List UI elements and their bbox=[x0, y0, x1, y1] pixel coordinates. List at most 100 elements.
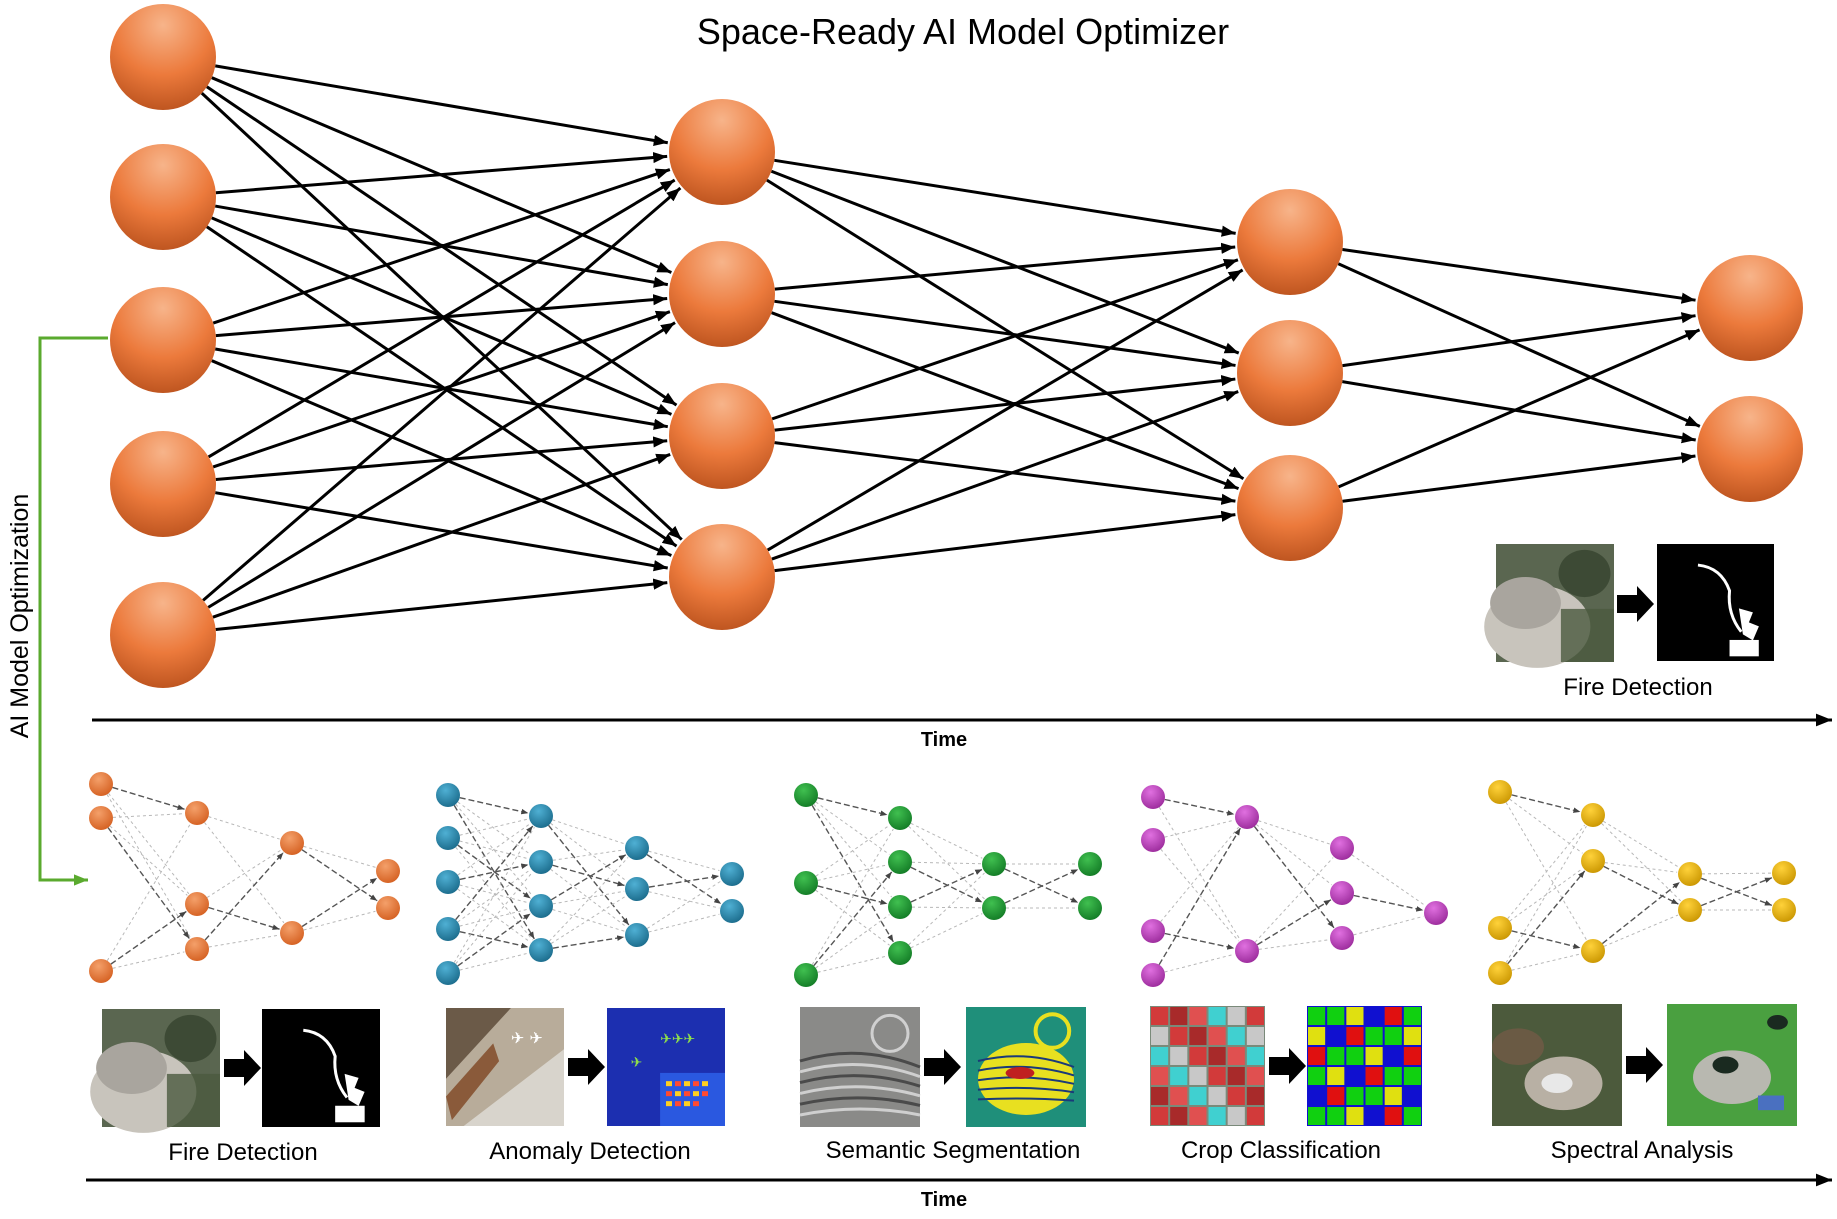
connection bbox=[774, 375, 1236, 432]
connection bbox=[910, 868, 983, 903]
connection bbox=[548, 857, 629, 942]
task-label-fire-detection: Fire Detection bbox=[168, 1139, 317, 1166]
svg-text:✈✈✈: ✈✈✈ bbox=[660, 1031, 695, 1047]
connection bbox=[774, 158, 1236, 237]
neuron-node bbox=[280, 921, 304, 945]
transform-arrow-icon bbox=[224, 1050, 261, 1086]
connection bbox=[1700, 877, 1773, 907]
neuron-node bbox=[1235, 805, 1259, 829]
neuron-node bbox=[436, 826, 460, 850]
connection bbox=[202, 186, 682, 602]
connection bbox=[1353, 894, 1424, 912]
connection bbox=[212, 168, 671, 325]
neuron-node bbox=[89, 772, 113, 796]
small-networks bbox=[89, 772, 1796, 987]
neuron-node bbox=[185, 937, 209, 961]
neuron-node bbox=[89, 806, 113, 830]
time-label-bottom: Time bbox=[921, 1189, 967, 1211]
connection bbox=[1342, 380, 1696, 444]
neuron-node bbox=[1697, 396, 1803, 502]
connection bbox=[774, 299, 1236, 370]
connection bbox=[1342, 452, 1696, 503]
satellite-image-urban bbox=[799, 1007, 921, 1127]
large-task-label: Fire Detection bbox=[1563, 674, 1712, 701]
connection bbox=[648, 891, 720, 909]
connection bbox=[1164, 819, 1235, 838]
neuron-node bbox=[1488, 916, 1512, 940]
connection bbox=[1253, 826, 1335, 929]
neuron-node bbox=[982, 896, 1006, 920]
large-network-nodes bbox=[110, 4, 1803, 688]
connection bbox=[207, 321, 676, 609]
neuron-node bbox=[1078, 852, 1102, 876]
neuron-node bbox=[436, 917, 460, 941]
neuron-node bbox=[110, 582, 216, 688]
connection bbox=[766, 268, 1244, 552]
connection bbox=[1256, 899, 1332, 946]
connection bbox=[1351, 854, 1426, 907]
task-label-anomaly-detection: Anomaly Detection bbox=[489, 1138, 690, 1165]
neuron-node bbox=[1237, 320, 1343, 426]
connection bbox=[1603, 914, 1679, 947]
transform-arrow-icon bbox=[1626, 1047, 1663, 1083]
connection bbox=[817, 885, 888, 905]
connection bbox=[552, 890, 625, 905]
satellite-image-fields bbox=[1150, 1006, 1265, 1126]
neuron-node bbox=[89, 959, 113, 983]
svg-text:✈ ✈: ✈ ✈ bbox=[511, 1028, 543, 1047]
crop-class-map-output bbox=[1307, 1006, 1422, 1126]
connection bbox=[552, 849, 625, 861]
connection bbox=[212, 453, 671, 619]
neuron-node bbox=[1581, 939, 1605, 963]
connection bbox=[910, 866, 983, 903]
neuron-node bbox=[110, 431, 216, 537]
connection bbox=[215, 436, 668, 481]
connection bbox=[1338, 328, 1701, 489]
neuron-node bbox=[110, 144, 216, 250]
connection bbox=[204, 852, 284, 941]
connection bbox=[771, 258, 1239, 421]
connection bbox=[770, 169, 1240, 355]
large-network-connections bbox=[200, 64, 1701, 632]
connection bbox=[112, 813, 185, 818]
fire-mask-output bbox=[1657, 544, 1774, 661]
neuron-node bbox=[1141, 963, 1165, 987]
neuron-node bbox=[185, 801, 209, 825]
connection bbox=[453, 826, 535, 963]
connection bbox=[455, 846, 534, 941]
neuron-node bbox=[1141, 828, 1165, 852]
transform-arrow-icon bbox=[1269, 1048, 1306, 1084]
connection bbox=[212, 310, 671, 469]
connection bbox=[207, 178, 676, 459]
task-label-semantic-segmentation: Semantic Segmentation bbox=[826, 1137, 1081, 1164]
connection bbox=[457, 869, 531, 923]
satellite-image-airport: ✈ ✈ bbox=[446, 1008, 564, 1126]
neuron-node bbox=[669, 383, 775, 489]
neuron-node bbox=[1078, 896, 1102, 920]
connection bbox=[1511, 930, 1581, 949]
neuron-node bbox=[529, 938, 553, 962]
connection bbox=[1256, 824, 1333, 886]
satellite-image-smoke bbox=[90, 1009, 220, 1133]
connection bbox=[1337, 262, 1701, 428]
neuron-node bbox=[1235, 939, 1259, 963]
neuron-node bbox=[376, 896, 400, 920]
neuron-node bbox=[185, 892, 209, 916]
connection bbox=[106, 794, 191, 939]
connection bbox=[1158, 806, 1241, 941]
connection bbox=[815, 824, 890, 877]
connection bbox=[1601, 823, 1682, 902]
transform-arrow-icon bbox=[568, 1049, 605, 1085]
connection bbox=[459, 863, 529, 881]
connection bbox=[648, 874, 720, 888]
neuron-node bbox=[436, 783, 460, 807]
connection bbox=[774, 242, 1236, 291]
connection bbox=[910, 913, 983, 949]
small-network-anomaly-detection bbox=[436, 783, 744, 985]
neuron-node bbox=[1237, 189, 1343, 295]
connection bbox=[910, 822, 983, 859]
neuron-node bbox=[888, 941, 912, 965]
neuron-node bbox=[1772, 898, 1796, 922]
neuron-node bbox=[1141, 919, 1165, 943]
